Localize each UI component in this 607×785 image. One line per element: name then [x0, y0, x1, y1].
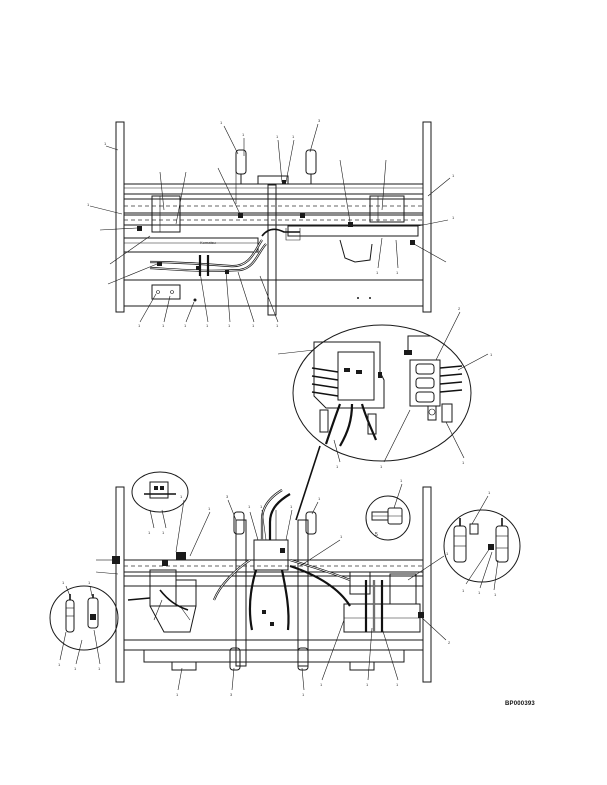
svg-text:1: 1	[452, 173, 455, 178]
drawing-reference-code: BP000393	[505, 701, 535, 707]
svg-text:1: 1	[138, 323, 141, 328]
svg-text:1: 1	[184, 323, 187, 328]
valve-detail-view: 2 1 1 1 1	[277, 306, 493, 521]
svg-text:1: 1	[276, 134, 279, 139]
svg-text:1: 1	[336, 464, 339, 469]
svg-text:1: 1	[180, 494, 183, 499]
svg-text:1: 1	[98, 666, 101, 671]
svg-text:1: 1	[220, 120, 223, 125]
svg-text:1: 1	[318, 496, 321, 501]
svg-text:1: 1	[176, 692, 179, 697]
svg-text:1: 1	[88, 580, 91, 585]
svg-text:2: 2	[448, 640, 451, 645]
svg-text:1: 1	[58, 662, 61, 667]
svg-text:1: 1	[148, 530, 151, 535]
svg-text:1: 1	[206, 323, 209, 328]
svg-text:1: 1	[290, 504, 293, 509]
svg-text:1: 1	[376, 270, 379, 275]
detail-number: 5	[375, 532, 378, 538]
svg-text:1: 1	[494, 592, 497, 597]
top-assembly-view: Komatsu	[87, 118, 455, 328]
svg-text:1: 1	[228, 323, 231, 328]
fitting-detail-left: 1 1 1 1 1	[49, 580, 119, 671]
svg-text:1: 1	[248, 504, 251, 509]
bottom-assembly-view: 1 1 3 1 1 1 1 1 1 1 3 1 1 1 1 2 1	[95, 486, 451, 697]
svg-text:1: 1	[396, 270, 399, 275]
svg-text:1: 1	[87, 202, 90, 207]
svg-text:1: 1	[320, 682, 323, 687]
svg-text:1: 1	[340, 534, 343, 539]
svg-text:3: 3	[226, 494, 229, 499]
svg-text:1: 1	[74, 666, 77, 671]
plate-text: Komatsu	[200, 240, 216, 245]
svg-text:1: 1	[260, 504, 263, 509]
fitting-detail-right: 1 1 1 1	[443, 490, 521, 597]
svg-text:1: 1	[490, 352, 493, 357]
svg-text:1: 1	[488, 490, 491, 495]
svg-text:1: 1	[446, 551, 449, 556]
svg-text:3: 3	[230, 692, 233, 697]
svg-text:1: 1	[274, 504, 277, 509]
svg-text:1: 1	[162, 530, 165, 535]
svg-text:1: 1	[292, 134, 295, 139]
svg-text:1: 1	[252, 323, 255, 328]
svg-text:1: 1	[242, 132, 245, 137]
svg-text:1: 1	[276, 323, 279, 328]
svg-text:1: 1	[452, 215, 455, 220]
svg-text:1: 1	[208, 506, 211, 511]
top-callout-leaders	[89, 123, 451, 323]
svg-text:1: 1	[366, 682, 369, 687]
svg-text:1: 1	[462, 588, 465, 593]
fitting-detail-center: 5 1	[365, 478, 411, 541]
svg-text:3: 3	[318, 118, 321, 123]
svg-text:1: 1	[62, 580, 65, 585]
svg-text:2: 2	[458, 306, 461, 311]
svg-text:1: 1	[104, 141, 107, 146]
top-callout-marks: 1 1 1 1 1 3 1 1 1 1 1 1 1 1 1 1 1 1	[87, 118, 455, 328]
svg-text:1: 1	[380, 464, 383, 469]
svg-text:1: 1	[478, 590, 481, 595]
svg-text:1: 1	[396, 682, 399, 687]
svg-text:1: 1	[302, 692, 305, 697]
fitting-detail-topleft: 1 1	[131, 471, 189, 535]
svg-text:1: 1	[400, 478, 403, 483]
svg-text:1: 1	[162, 323, 165, 328]
svg-text:1: 1	[462, 460, 465, 465]
